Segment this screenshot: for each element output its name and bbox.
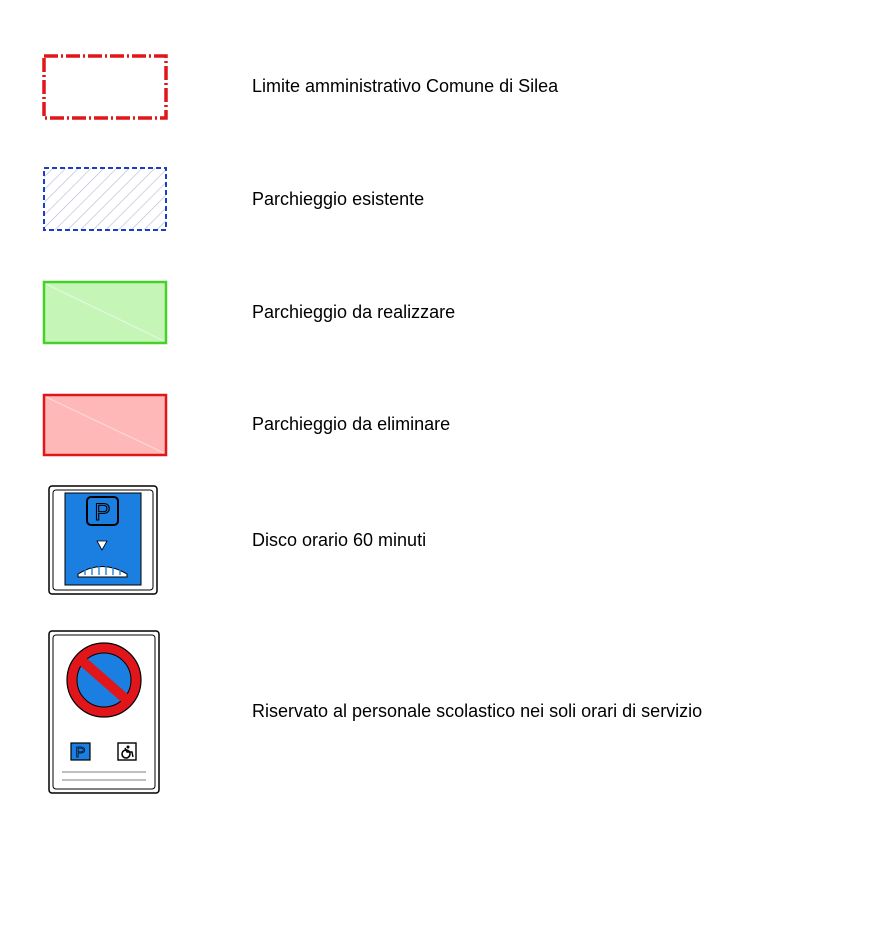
hatched-blue-area-icon (42, 166, 168, 232)
wheelchair-icon (121, 745, 134, 759)
dashed-red-boundary-icon (42, 54, 168, 120)
legend-label: Riservato al personale scolastico nei so… (252, 701, 703, 721)
legend-label: Parchieggio da eliminare (252, 414, 451, 434)
red-area-icon (42, 393, 168, 457)
no-parking-reserved-sign-icon: P (48, 630, 160, 794)
sign-text: P (75, 744, 85, 761)
parking-disc-sign-icon: P (48, 485, 158, 595)
sign-text: P (94, 499, 110, 526)
green-area-icon (42, 280, 168, 346)
legend-label: Parchieggio da realizzare (252, 302, 456, 322)
legend-label: Disco orario 60 minuti (252, 530, 427, 550)
legend-label: Limite amministrativo Comune di Silea (252, 76, 559, 96)
legend-label: Parchieggio esistente (252, 189, 425, 209)
